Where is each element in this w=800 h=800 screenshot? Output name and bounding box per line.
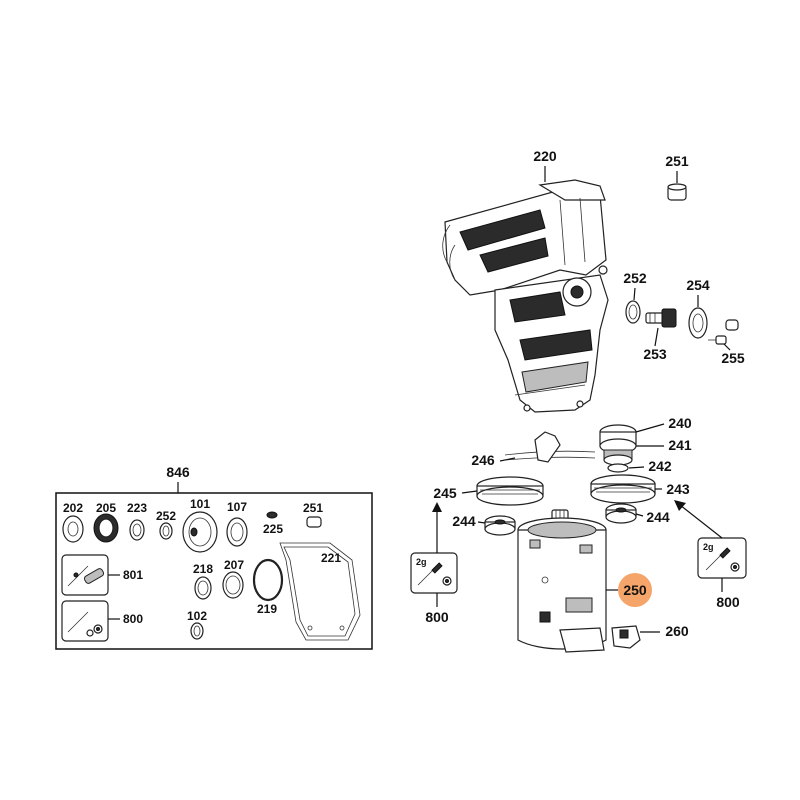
kit-part-223[interactable] <box>129 519 145 541</box>
kit-part-800[interactable] <box>61 600 109 642</box>
label-800-right: 800 <box>716 594 740 610</box>
label-207: 207 <box>224 558 244 572</box>
label-205: 205 <box>96 501 116 515</box>
washer-254[interactable] <box>688 307 708 339</box>
switch-260[interactable] <box>611 625 641 649</box>
kit-part-107[interactable] <box>226 517 248 547</box>
label-202: 202 <box>63 501 83 515</box>
label-250: 250 <box>623 582 647 598</box>
label-244-right: 244 <box>646 509 670 525</box>
kit-part-221[interactable] <box>279 542 361 641</box>
label-242: 242 <box>648 458 672 474</box>
kit-part-205[interactable] <box>93 513 119 543</box>
grease-label-left: 2g <box>416 557 427 567</box>
label-107: 107 <box>227 500 247 514</box>
label-252-top: 252 <box>623 270 647 286</box>
label-801: 801 <box>123 568 143 582</box>
kit-part-252[interactable] <box>159 522 173 540</box>
kit-846-box[interactable] <box>55 492 373 650</box>
gear-245[interactable] <box>476 476 544 506</box>
grease-kit-800-left[interactable]: 2g <box>410 552 458 594</box>
label-101: 101 <box>190 497 210 511</box>
label-225: 225 <box>263 522 283 536</box>
kit-part-207[interactable] <box>222 571 244 599</box>
bearing-244-right[interactable] <box>605 503 637 524</box>
label-246: 246 <box>471 452 495 468</box>
gear-housing-220[interactable] <box>442 179 609 413</box>
label-240: 240 <box>668 415 692 431</box>
grease-label-right: 2g <box>703 542 714 552</box>
kit-part-225[interactable] <box>266 511 278 519</box>
screws-255[interactable] <box>708 319 739 345</box>
label-219: 219 <box>257 602 277 616</box>
label-241: 241 <box>668 437 692 453</box>
label-254: 254 <box>686 277 710 293</box>
label-218: 218 <box>193 562 213 576</box>
grease-kit-800-right[interactable]: 2g <box>697 537 747 579</box>
label-251-top: 251 <box>665 153 689 169</box>
bearing-244-left[interactable] <box>484 515 516 536</box>
label-252-kit: 252 <box>156 509 176 523</box>
label-243: 243 <box>666 481 690 497</box>
label-102: 102 <box>187 609 207 623</box>
kit-part-102[interactable] <box>190 622 204 640</box>
label-221: 221 <box>321 551 341 565</box>
label-253: 253 <box>643 346 667 362</box>
kit-part-218[interactable] <box>194 576 212 600</box>
label-846: 846 <box>166 464 190 480</box>
label-255: 255 <box>721 350 745 366</box>
label-260: 260 <box>665 623 689 639</box>
oring-252[interactable] <box>625 300 641 324</box>
kit-part-202[interactable] <box>62 515 84 543</box>
label-800-left: 800 <box>425 609 449 625</box>
clutch-240-241[interactable] <box>599 424 637 466</box>
kit-part-219[interactable] <box>252 558 284 602</box>
pin-251[interactable] <box>667 183 687 201</box>
ring-242[interactable] <box>607 463 629 473</box>
gear-243[interactable] <box>590 474 656 504</box>
wire-clip-246[interactable] <box>504 431 596 463</box>
label-800-kit: 800 <box>123 612 143 626</box>
kit-part-101[interactable] <box>182 511 218 553</box>
label-251-kit: 251 <box>303 501 323 515</box>
motor-250[interactable] <box>517 509 607 653</box>
highlight-badge-250[interactable]: 250 <box>618 573 652 607</box>
label-244-left: 244 <box>452 513 476 529</box>
label-223: 223 <box>127 501 147 515</box>
label-220: 220 <box>533 148 557 164</box>
shaft-253[interactable] <box>645 308 677 328</box>
kit-part-251[interactable] <box>306 516 322 528</box>
kit-part-801[interactable] <box>61 554 109 596</box>
label-245: 245 <box>433 485 457 501</box>
